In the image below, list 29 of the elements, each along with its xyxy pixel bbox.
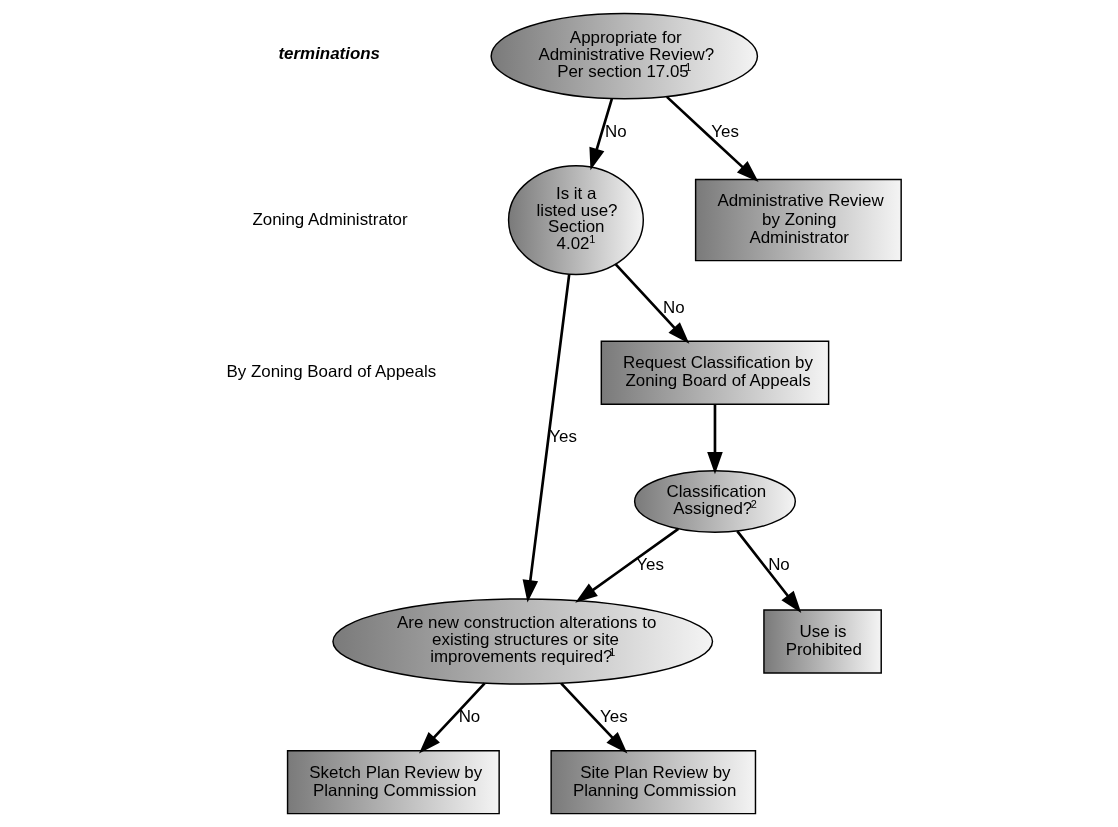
arrow <box>560 682 628 754</box>
edge-label: Yes <box>711 121 739 141</box>
node-box: Use is Prohibited <box>763 609 882 674</box>
edge-label: No <box>662 297 685 317</box>
edge-label: No <box>458 706 481 726</box>
edge-label: Yes <box>549 426 577 446</box>
node-box: Administrative Review by Zoning Administrator <box>694 178 902 262</box>
node-box: Site Plan Review by Planning Commission <box>550 750 757 815</box>
arrow <box>736 530 802 614</box>
node-ellipse: Is it a listed use? Section 4.02$^{1}$ <box>507 164 645 276</box>
arrow <box>419 682 486 754</box>
node-ellipse: Classification Assigned?$^{2}$ <box>633 470 797 533</box>
arrow <box>614 263 690 344</box>
arrow <box>665 95 759 182</box>
edge-label: Yes <box>600 706 628 726</box>
label: By Zoning Board of Appeals <box>226 362 437 382</box>
arrow <box>522 274 571 603</box>
node-box: Request Classification by Zoning Board of Appeals <box>600 340 830 405</box>
edge-label: No <box>604 121 627 141</box>
node-ellipse: Are new construction alterations to existing structures or site improvements required?$^{1}$ <box>332 598 714 685</box>
label: terminations <box>278 44 380 64</box>
arrow <box>589 98 614 171</box>
arrow <box>707 404 723 475</box>
edge-label: No <box>768 554 790 574</box>
edge-label: Yes <box>636 554 664 574</box>
arrow <box>575 527 680 603</box>
node-box: Sketch Plan Review by Planning Commission <box>286 750 500 815</box>
node-ellipse: Appropriate for Administrative Review? Per section 17.05$^{1}$ <box>490 12 759 100</box>
label: Zoning Administrator <box>252 209 408 229</box>
